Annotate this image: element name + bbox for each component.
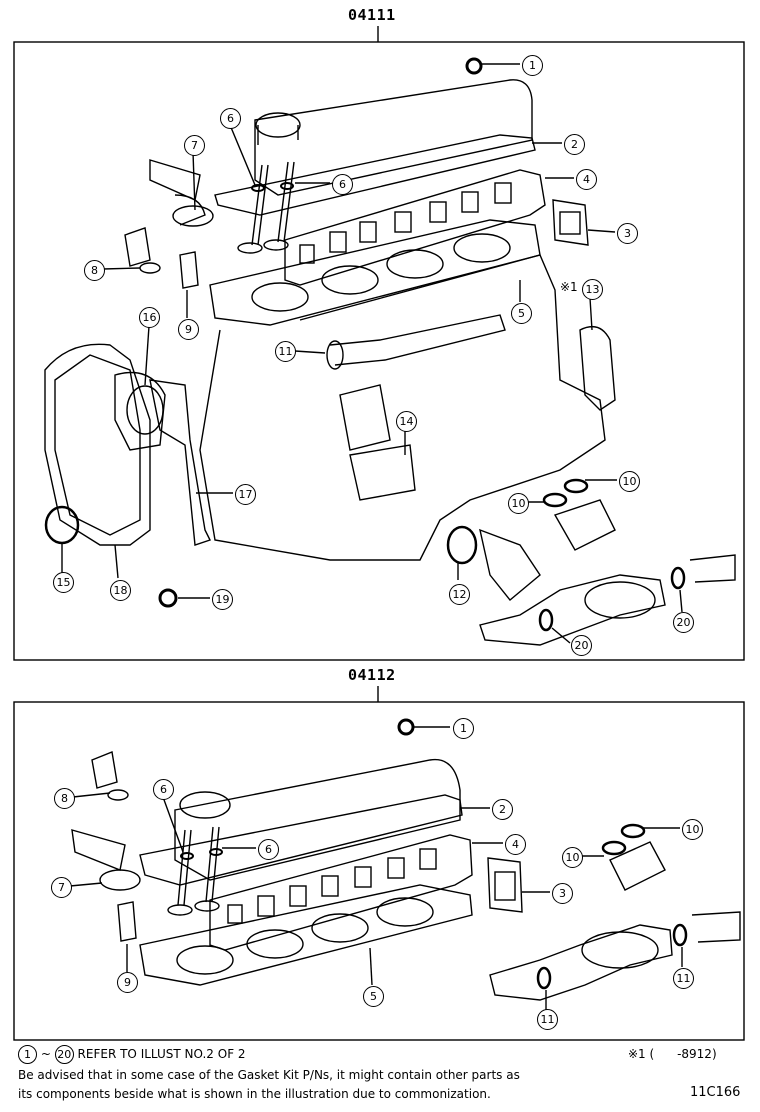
oil-seal-15-top (44, 505, 80, 545)
valve-cover-bottom (174, 758, 461, 881)
callout-11b-bottom: 11 (537, 1009, 558, 1030)
callout-2-bottom: 2 (492, 799, 513, 820)
pipe-top (329, 314, 506, 366)
section-code-04111: 04111 (348, 6, 396, 24)
note-marker-13: ※1 (560, 280, 578, 294)
callout-3-top: 3 (617, 223, 638, 244)
callout-7-bottom: 7 (51, 877, 72, 898)
callout-10b-bottom: 10 (562, 847, 583, 868)
manifold-ports-top (299, 182, 512, 264)
thermostat-bottom (91, 751, 118, 789)
callout-15-top: 15 (53, 572, 74, 593)
water-outlet-bottom (71, 829, 126, 871)
callout-14-top: 14 (396, 411, 417, 432)
ring-10b-top (542, 492, 568, 508)
manifold-gasket-bottom (209, 834, 473, 951)
gasket-17-top (149, 379, 211, 546)
callout-6a-top: 6 (220, 108, 241, 129)
thermostat-top (124, 227, 151, 267)
grommet-top (465, 57, 483, 75)
exhaust-gasket-bottom (487, 857, 523, 913)
section-code-04112: 04112 (348, 666, 396, 684)
callout-1-top: 1 (522, 55, 543, 76)
exhaust-gasket-top (552, 199, 589, 246)
valve-cover-top (254, 79, 533, 196)
ring-10a-bottom (620, 823, 646, 839)
callout-11-top: 11 (275, 341, 296, 362)
valves-top (237, 161, 295, 254)
callout-13-top: 13 (582, 279, 603, 300)
frame-04111 (13, 41, 745, 661)
callout-5-top: 5 (511, 303, 532, 324)
head-gasket-bores-top (251, 233, 511, 312)
callout-5-bottom: 5 (363, 986, 384, 1007)
oil-bracket-top (339, 384, 391, 451)
grommet-bottom (397, 718, 415, 736)
callout-3-bottom: 3 (552, 883, 573, 904)
ref-tilde: ~ (40, 1047, 51, 1061)
head-gasket-bottom (139, 884, 473, 986)
callout-17-top: 17 (235, 484, 256, 505)
callout-10a-top: 10 (619, 471, 640, 492)
ring-20b-top (538, 608, 554, 632)
small-gasket-9-bottom (117, 901, 137, 942)
advice-line-1: Be advised that in some case of the Gask… (18, 1068, 520, 1082)
callout-12-top: 12 (449, 584, 470, 605)
exhaust-pipe-bottom (489, 924, 673, 1001)
callout-11a-bottom: 11 (673, 968, 694, 989)
frame-04112 (13, 701, 745, 1041)
ref-end-circle: 20 (54, 1045, 74, 1064)
footer-note-right: ※1 ( -8912) (628, 1047, 717, 1061)
ring-11b-bottom (536, 966, 552, 990)
callout-2-top: 2 (564, 134, 585, 155)
callout-4-bottom: 4 (505, 834, 526, 855)
callout-4-top: 4 (576, 169, 597, 190)
callout-18-top: 18 (110, 580, 131, 601)
ref-text: REFER TO ILLUST NO.2 OF 2 (77, 1047, 246, 1061)
callout-7-top: 7 (184, 135, 205, 156)
water-pump-top (114, 371, 166, 451)
callout-9-bottom: 9 (117, 972, 138, 993)
water-outlet-top (149, 159, 206, 226)
callout-6a-bottom: 6 (153, 779, 174, 800)
footer-reference: 1 ~ 20 REFER TO ILLUST NO.2 OF 2 (18, 1045, 246, 1064)
ring-11a-bottom (672, 923, 688, 947)
small-gasket-9-top (179, 251, 199, 289)
callout-1-bottom: 1 (453, 718, 474, 739)
oil-seal-12-top (446, 525, 478, 565)
callout-8-bottom: 8 (54, 788, 75, 809)
valve-cover-gasket-top (214, 134, 536, 216)
ring-10b-bottom (601, 840, 627, 856)
rear-gasket-13-top (579, 326, 616, 411)
callout-10b-top: 10 (508, 493, 529, 514)
ring-10a-top (563, 478, 589, 494)
callout-16-top: 16 (139, 307, 160, 328)
ref-start-circle: 1 (18, 1045, 37, 1064)
advice-line-2: its components beside what is shown in t… (18, 1087, 491, 1101)
manifold-gasket-top (284, 169, 546, 286)
callout-9-top: 9 (178, 319, 199, 340)
callout-20b-top: 20 (673, 612, 694, 633)
timing-cover-top (44, 343, 151, 546)
callout-20a-top: 20 (571, 635, 592, 656)
ring-20a-top (670, 566, 686, 590)
engine-block-top (199, 254, 606, 561)
callout-19-top: 19 (212, 589, 233, 610)
exhaust-pipe-top (479, 574, 666, 646)
callout-6b-bottom: 6 (258, 839, 279, 860)
callout-10a-bottom: 10 (682, 819, 703, 840)
illustration-number: 11C166 (690, 1085, 741, 1100)
plug-19-top (158, 588, 178, 608)
callout-8-top: 8 (84, 260, 105, 281)
valves-bottom (167, 826, 223, 916)
valve-cover-gasket-bottom (139, 794, 463, 886)
callout-6b-top: 6 (332, 174, 353, 195)
